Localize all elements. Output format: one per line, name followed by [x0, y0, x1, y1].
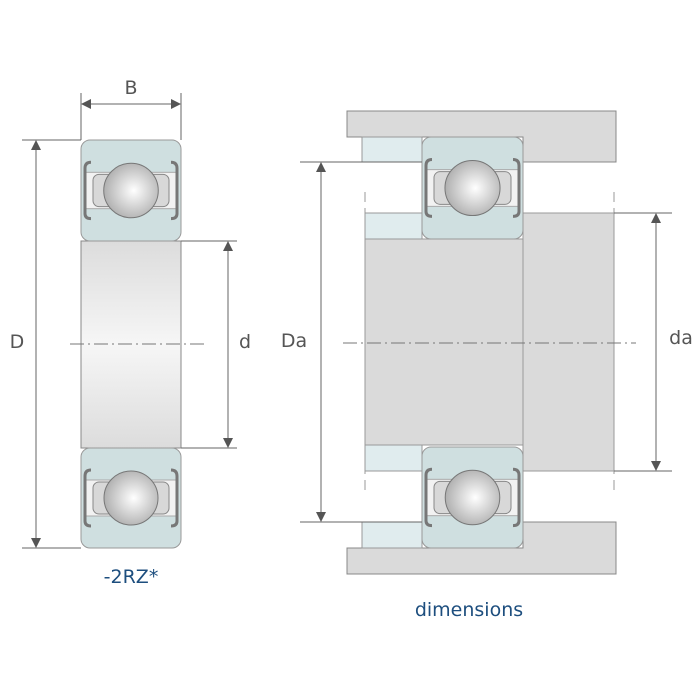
bearing-section-bottom — [421, 446, 524, 549]
bearing-side-view — [70, 139, 205, 549]
label-B: B — [124, 77, 137, 99]
seal — [512, 157, 521, 218]
seal — [424, 157, 433, 218]
seal — [424, 467, 433, 528]
mounting-view — [343, 110, 636, 575]
ball — [444, 469, 501, 526]
dimension-D — [22, 139, 81, 549]
label-da: da — [669, 327, 693, 349]
seal — [512, 467, 521, 528]
caption-variant: -2RZ* — [104, 566, 159, 588]
shaft-spacer-top — [364, 212, 423, 240]
label-Da: Da — [281, 330, 307, 352]
bearing-section-top — [80, 139, 182, 242]
seal — [83, 468, 92, 528]
seal — [83, 160, 92, 221]
seal — [170, 468, 179, 528]
shaft — [364, 238, 524, 446]
label-D: D — [10, 331, 25, 353]
dimension-Da — [300, 161, 422, 523]
housing-spacer-top — [361, 136, 423, 163]
caption-dimensions: dimensions — [415, 599, 523, 621]
shaft-shoulder — [522, 212, 615, 472]
housing-spacer-bottom — [361, 521, 423, 549]
ball — [103, 162, 159, 219]
dimension-d — [181, 240, 237, 449]
dimension-B — [80, 93, 182, 140]
dimension-da — [614, 212, 672, 472]
ball — [444, 159, 501, 217]
shaft-spacer-bottom — [364, 444, 423, 472]
seal — [170, 160, 179, 221]
bearing-section-top — [421, 136, 524, 240]
label-d: d — [239, 331, 251, 353]
ball — [103, 470, 159, 526]
bearing-section-bottom — [80, 447, 182, 549]
